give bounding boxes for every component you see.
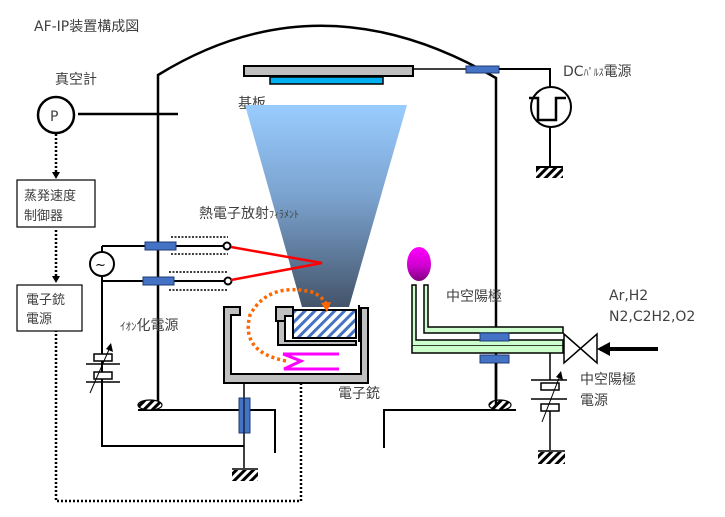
evaporation-rate-controller: 蒸発速度 制御器 bbox=[16, 179, 96, 228]
ground-left-wall bbox=[137, 399, 163, 411]
control-signal-lines bbox=[54, 134, 303, 503]
vacuum-gauge-label: 真空計 bbox=[55, 72, 97, 88]
bottom-feedthrough bbox=[232, 383, 258, 481]
ground-hollow-anode bbox=[538, 452, 565, 464]
gas-valve[interactable] bbox=[563, 332, 598, 365]
filament bbox=[230, 245, 323, 282]
svg-text:蒸発速度: 蒸発速度 bbox=[24, 188, 76, 204]
svg-text:~: ~ bbox=[95, 258, 106, 273]
hollow-anode-power-supply bbox=[531, 353, 567, 452]
diagram-title: AF-IP装置構成図 bbox=[34, 19, 139, 35]
feedthrough-filament-1 bbox=[144, 241, 177, 251]
arrow-to-egun-supply bbox=[52, 276, 60, 283]
gauge-symbol: P bbox=[50, 109, 58, 125]
feedthrough-top bbox=[465, 65, 500, 74]
substrate bbox=[269, 76, 384, 85]
ground-right-wall bbox=[488, 399, 512, 411]
electron-path-arrowhead bbox=[321, 302, 331, 312]
svg-text:電源: 電源 bbox=[26, 312, 52, 327]
filament-label: 熱電子放射ﾌｨﾗﾒﾝﾄ bbox=[199, 206, 299, 222]
gas-types-line2: N2,C2H2,O2 bbox=[609, 309, 695, 325]
crucible-material bbox=[292, 309, 357, 339]
electron-gun bbox=[223, 305, 369, 384]
svg-text:電子銃: 電子銃 bbox=[26, 293, 65, 308]
hollow-anode-label: 中空陽極 bbox=[446, 289, 502, 305]
vacuum-gauge: P bbox=[36, 95, 178, 135]
feedthrough-anode-bottom bbox=[479, 354, 510, 364]
hollow-anode-supply-line1: 中空陽極 bbox=[580, 372, 636, 388]
chamber-floor bbox=[138, 409, 516, 453]
gas-types-line1: Ar,H2 bbox=[609, 288, 648, 304]
feedthrough-filament-2 bbox=[142, 276, 175, 286]
substrate-holder bbox=[243, 65, 414, 77]
hollow-anode-plasma bbox=[407, 247, 431, 281]
dc-pulse-power-supply bbox=[499, 68, 572, 168]
ionization-supply-label: ｲｵﾝ化電源 bbox=[120, 318, 179, 334]
electron-path bbox=[246, 287, 329, 363]
electron-gun-power-supply: 電子銃 電源 bbox=[16, 284, 83, 332]
feedthrough-anode-top bbox=[479, 332, 510, 342]
svg-text:制御器: 制御器 bbox=[24, 209, 63, 224]
electron-gun-heater bbox=[282, 352, 339, 371]
vacuum-chamber bbox=[156, 24, 498, 405]
chamber-wall bbox=[156, 24, 498, 405]
dc-pulse-label: DCﾊﾟﾙｽ電源 bbox=[563, 64, 632, 80]
ground-dc-pulse bbox=[536, 168, 563, 178]
gas-inlet-arrow bbox=[597, 342, 610, 356]
electron-gun-label: 電子銃 bbox=[338, 386, 380, 402]
arrow-to-evap-controller bbox=[52, 172, 60, 179]
hollow-anode-supply-line2: 電源 bbox=[580, 393, 608, 409]
vapor-beam bbox=[245, 105, 407, 307]
ground-bottom bbox=[232, 470, 258, 481]
ionization-power-supply bbox=[86, 343, 244, 447]
hollow-anode-pipe bbox=[411, 284, 564, 354]
